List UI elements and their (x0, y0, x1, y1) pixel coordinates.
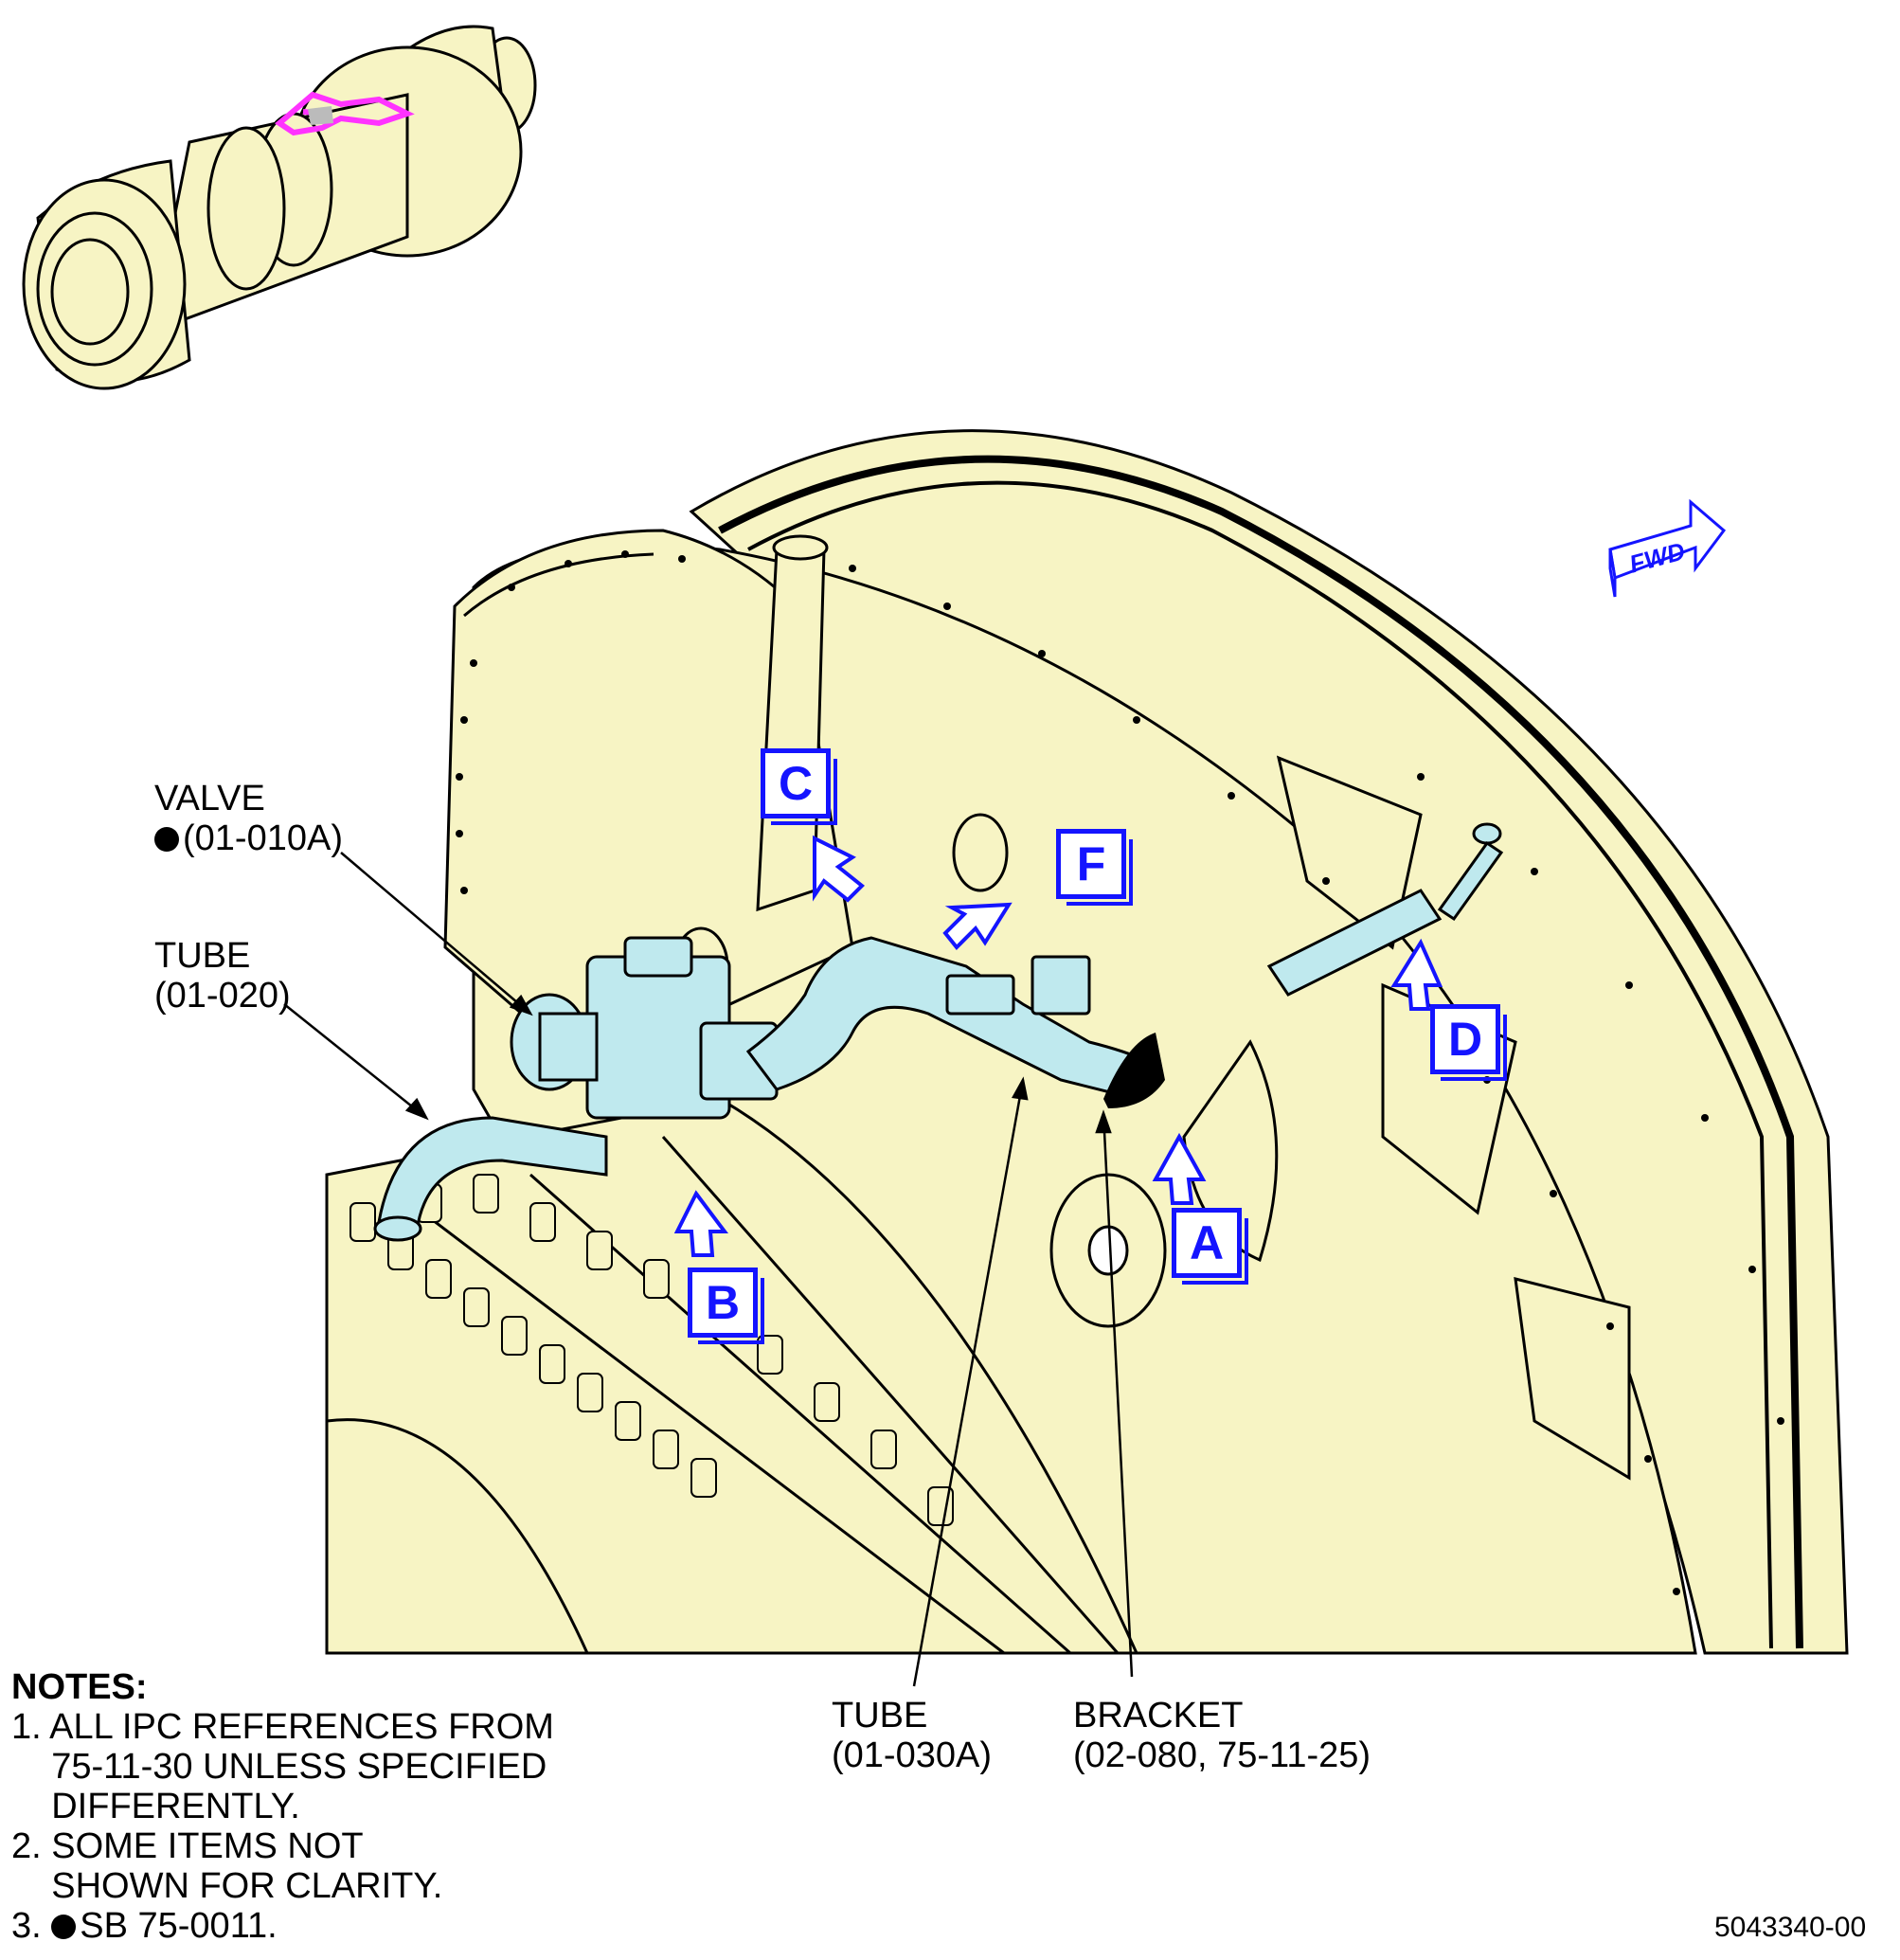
callout-d: D (1430, 1004, 1507, 1081)
bracket-name: BRACKET (1073, 1696, 1244, 1735)
callout-b: B (688, 1268, 764, 1344)
locator-highlight-fill (308, 106, 333, 125)
leader-lines (283, 852, 1134, 1687)
note-line: DIFFERENTLY. (11, 1787, 300, 1826)
fwd-arrow-icon (1608, 498, 1727, 598)
callout-arrows (673, 835, 1443, 1257)
tube-lower-label: TUBE (01-030A) (832, 1696, 992, 1775)
valve-ref: (01-010A) (154, 818, 343, 858)
notes-title: NOTES: (11, 1667, 148, 1707)
tube-upper-label: TUBE (01-020) (154, 936, 291, 1016)
tube-upper-name: TUBE (154, 936, 251, 976)
callout-a: A (1172, 1208, 1248, 1285)
note-line: 75-11-30 UNLESS SPECIFIED (11, 1747, 547, 1787)
note-line: SHOWN FOR CLARITY. (11, 1866, 443, 1906)
callout-f: F (1056, 829, 1133, 906)
tube-upper-ref: (01-020) (154, 976, 291, 1016)
sb-bullet-icon (154, 827, 179, 852)
tube-assembly (373, 822, 1504, 1242)
tube-lower-ref: (01-030A) (832, 1735, 992, 1775)
figure-number: 5043340-00 (1714, 1912, 1867, 1943)
note-line: 2. SOME ITEMS NOT (11, 1826, 364, 1866)
note-line: 1. ALL IPC REFERENCES FROM (11, 1707, 554, 1747)
tube-lower-name: TUBE (832, 1696, 928, 1735)
bracket-label: BRACKET (02-080, 75-11-25) (1073, 1696, 1371, 1775)
nozzle-array (350, 1174, 954, 1526)
valve-label: VALVE (01-010A) (154, 779, 343, 858)
notes-block: NOTES: 1. ALL IPC REFERENCES FROM 75-11-… (11, 1667, 554, 1946)
valve-name: VALVE (154, 779, 265, 818)
sb-bullet-icon (51, 1915, 77, 1939)
callout-c: C (761, 748, 837, 825)
bracket-part (1103, 1033, 1165, 1108)
note-line: 3. SB 75-0011. (11, 1906, 278, 1946)
bracket-ref: (02-080, 75-11-25) (1073, 1735, 1371, 1775)
locator-engine (22, 25, 537, 390)
